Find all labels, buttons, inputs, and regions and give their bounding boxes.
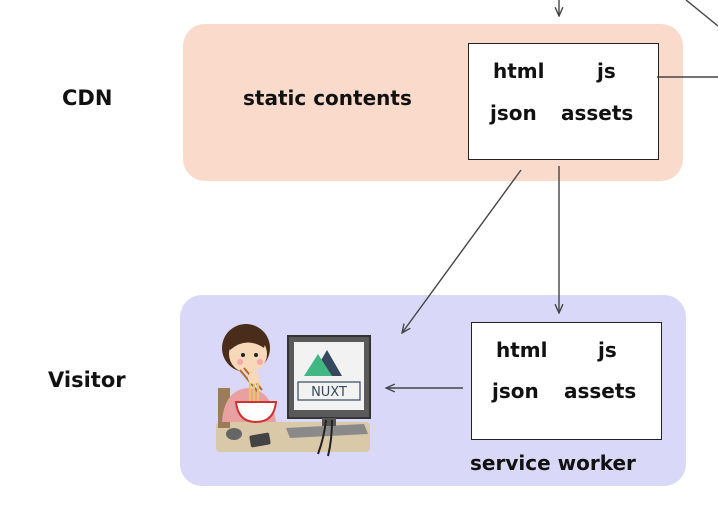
visitor-file-html: html — [496, 338, 548, 362]
visitor-file-box: html js json assets — [471, 322, 662, 440]
visitor-file-js: js — [598, 338, 617, 362]
static-contents-label: static contents — [243, 86, 412, 110]
cdn-file-json: json — [490, 101, 537, 125]
mouse-shape — [226, 428, 242, 440]
cdn-file-assets: assets — [561, 101, 634, 125]
arrow-cdn-to-visitor — [402, 169, 522, 333]
keyboard-shape — [286, 424, 368, 438]
monitor-logo-text: NUXT — [311, 385, 347, 400]
line-top-right — [685, 0, 718, 27]
ramen-bowl-icon — [234, 401, 278, 424]
cdn-file-html: html — [493, 59, 545, 83]
cdn-file-box: html js json assets — [468, 43, 659, 160]
row-label-cdn: CDN — [62, 86, 113, 110]
row-label-visitor: Visitor — [48, 368, 126, 392]
visitor-file-json: json — [492, 379, 539, 403]
visitor-illustration: NUXT — [216, 324, 371, 457]
service-worker-label: service worker — [470, 451, 636, 475]
visitor-file-assets: assets — [564, 379, 637, 403]
phone-shape — [249, 432, 271, 448]
cdn-file-js: js — [597, 59, 616, 83]
